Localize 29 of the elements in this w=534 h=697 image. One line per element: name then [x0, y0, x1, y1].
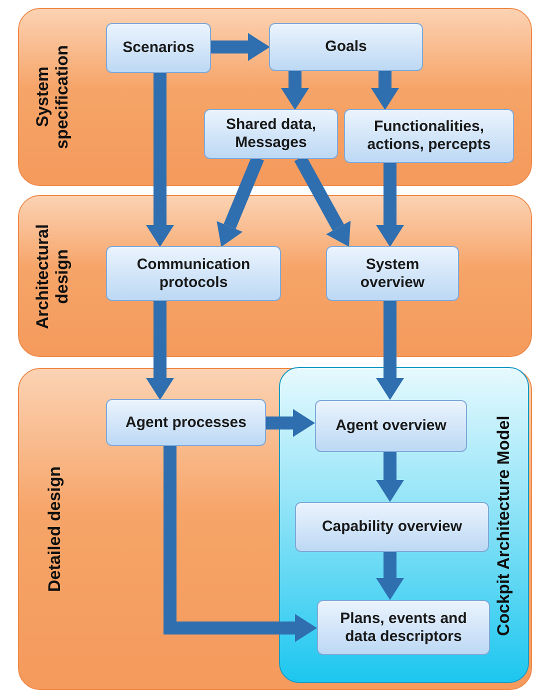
- arrow: [164, 445, 317, 642]
- process-box: Agent overview: [315, 400, 467, 452]
- phase-title: Architectural design: [33, 224, 73, 332]
- phase-title: Detailed design: [45, 465, 65, 594]
- arrow: [376, 450, 404, 502]
- arrow: [371, 70, 399, 110]
- arrow: [146, 72, 174, 247]
- process-box: Goals: [269, 23, 423, 71]
- arrow: [376, 300, 404, 400]
- phase-band: [18, 195, 532, 357]
- arrow: [376, 550, 404, 600]
- process-box: Plans, events and data descriptors: [317, 600, 490, 655]
- phase-title: Cockpit Architecture Model: [494, 414, 514, 638]
- process-box: Communication protocols: [106, 246, 281, 301]
- process-box: Scenarios: [106, 23, 211, 73]
- phase-band: [18, 8, 532, 186]
- arrow: [281, 70, 309, 110]
- arrow: [146, 300, 174, 400]
- arrow: [210, 33, 270, 61]
- arrow: [376, 162, 404, 247]
- process-box: Shared data, Messages: [204, 109, 338, 159]
- process-box: System overview: [326, 246, 459, 301]
- phase-band: [18, 368, 532, 690]
- process-box: Agent processes: [106, 399, 266, 446]
- arrow: [265, 409, 315, 437]
- model-panel: [279, 367, 529, 683]
- process-box: Functionalities, actions, percepts: [344, 109, 514, 163]
- process-box: Capability overview: [295, 502, 489, 552]
- phase-title: System specification: [33, 44, 73, 151]
